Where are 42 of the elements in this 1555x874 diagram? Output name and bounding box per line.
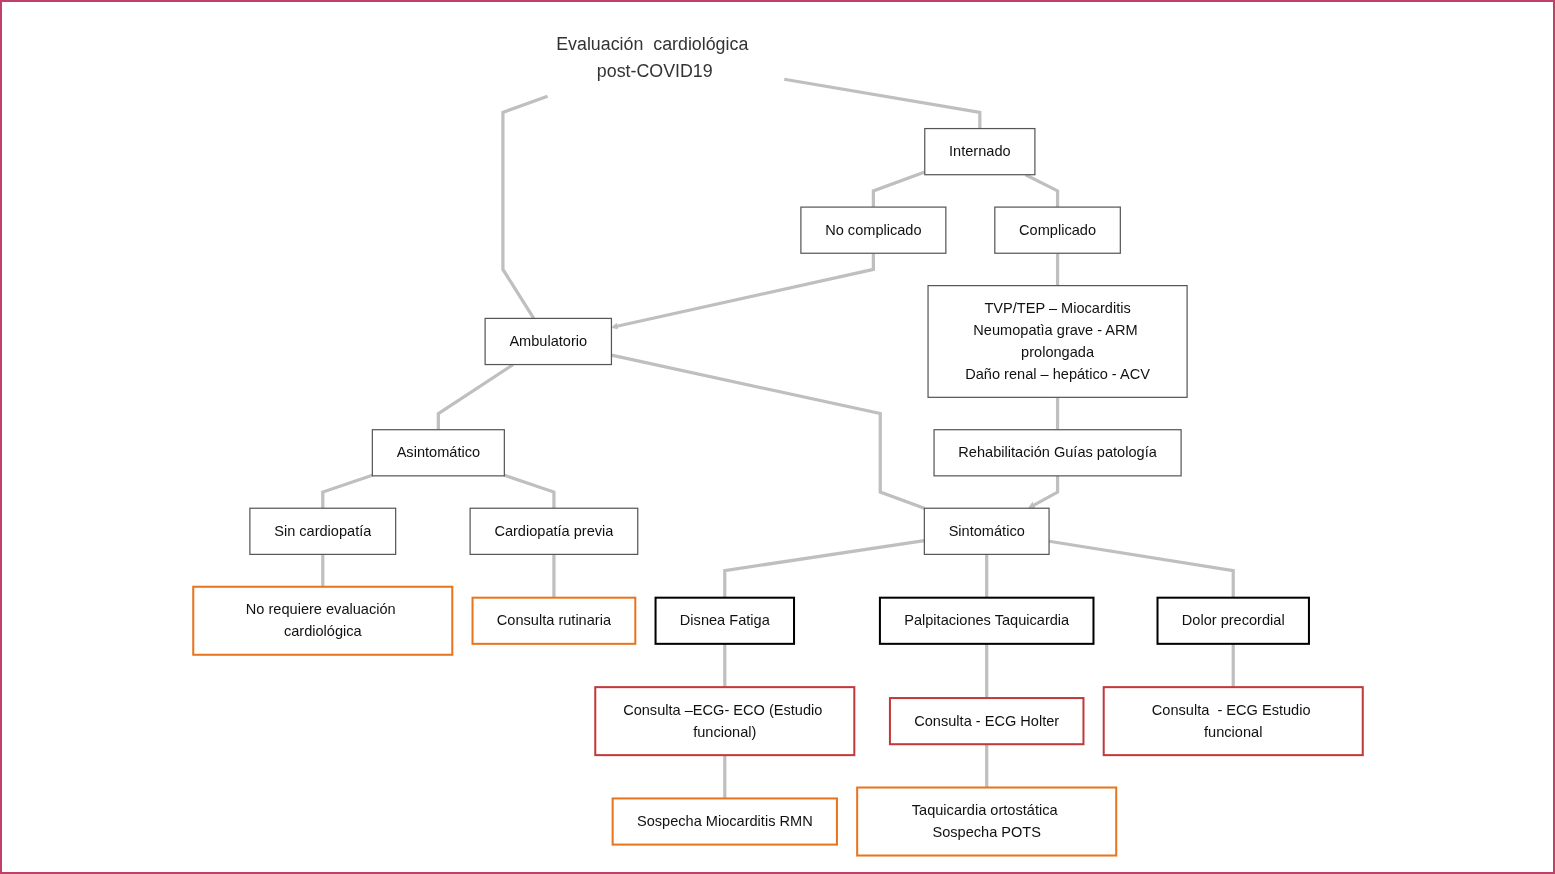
connector	[1055, 397, 1059, 430]
node-box: Ambulatorio	[484, 317, 612, 366]
connector	[1055, 253, 1059, 286]
node-box: Sintomático	[923, 507, 1050, 555]
connector	[984, 744, 988, 788]
connector	[436, 363, 514, 430]
connector	[722, 755, 726, 799]
node-box: Cardiopatía previa	[469, 507, 638, 555]
node-box: No complicado	[799, 206, 946, 254]
connector	[984, 643, 988, 699]
connector	[503, 473, 556, 509]
connector	[500, 94, 548, 320]
connector	[783, 77, 981, 129]
node-box: Consulta –ECG- ECO (Estudio funcional)	[593, 686, 855, 757]
node-box: Disnea Fatiga	[654, 596, 795, 645]
node-box: Sin cardiopatía	[248, 507, 396, 555]
node-box: Consulta - ECG Holter	[888, 697, 1084, 746]
node-box: No requiere evaluación cardiológica	[191, 585, 453, 656]
node-box: Internado	[923, 127, 1035, 176]
connector	[1231, 643, 1235, 688]
node-box: Dolor precordial	[1156, 596, 1310, 645]
connector	[1048, 539, 1235, 598]
node-box: Rehabilitación Guías patología	[932, 429, 1182, 477]
node-text: Evaluación cardiológica post-COVID19	[555, 33, 748, 81]
node-box: Asintomático	[371, 429, 505, 477]
connector	[984, 554, 988, 598]
connector	[320, 554, 324, 587]
connector	[1024, 173, 1059, 208]
connector	[320, 473, 373, 509]
node-box: Sospecha Miocarditis RMN	[611, 797, 838, 846]
connector	[871, 170, 925, 208]
connector	[551, 554, 556, 598]
node-box: Taquicardia ortostática Sospecha POTS	[855, 786, 1117, 857]
node-box: Complicado	[993, 206, 1121, 254]
node-box: Palpitaciones Taquicardia	[878, 596, 1094, 645]
connector	[722, 643, 726, 688]
node-box: Consulta - ECG Estudio funcional	[1102, 686, 1364, 757]
arrow	[610, 253, 875, 330]
node-box: TVP/TEP – Miocarditis Neumopatìa grave - ARM prolongada Daño renal – hepático - ACV	[926, 285, 1188, 398]
arrow	[1027, 475, 1059, 509]
node-box: Consulta rutinaria	[471, 596, 636, 645]
connector	[610, 353, 925, 510]
